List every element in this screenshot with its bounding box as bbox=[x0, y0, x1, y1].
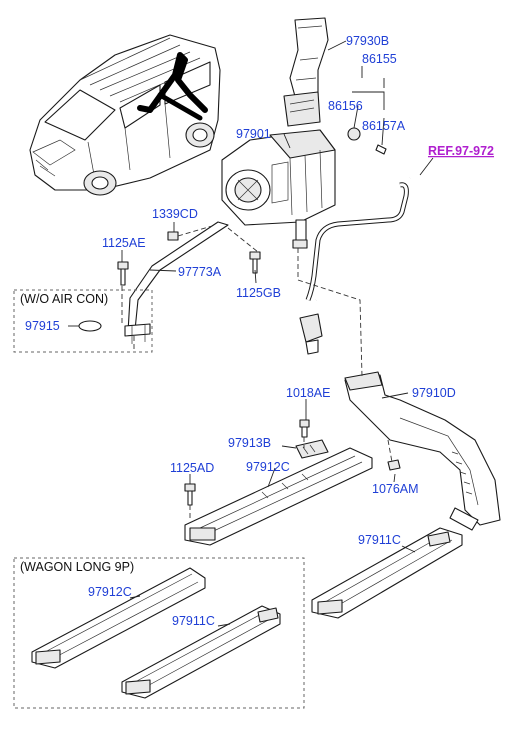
hvac-unit-97901 bbox=[221, 129, 336, 249]
grommet-97915 bbox=[78, 320, 102, 332]
label-97773A: 97773A bbox=[178, 265, 222, 279]
variant-title-wagon-long-9p: (WAGON LONG 9P) bbox=[20, 560, 134, 574]
label-reference: REF.97-972 bbox=[428, 144, 494, 158]
garnish-97912C-wagon bbox=[31, 567, 206, 669]
label-97930B: 97930B bbox=[346, 34, 389, 48]
garnish-97912C bbox=[184, 447, 373, 546]
duct-97930B bbox=[283, 17, 329, 127]
label-97915: 97915 bbox=[25, 319, 60, 333]
bolt-1125GB bbox=[249, 251, 261, 274]
label-97911C-wagon: 97911C bbox=[172, 614, 215, 628]
floor-duct-97910D bbox=[344, 371, 501, 531]
refrigerant-pipes bbox=[299, 176, 420, 355]
small-hardware-86xxx bbox=[347, 127, 387, 155]
label-1076AM: 1076AM bbox=[372, 482, 419, 496]
bracket-97773A bbox=[124, 221, 229, 344]
garnish-97911C bbox=[311, 527, 463, 619]
label-97911C: 97911C bbox=[358, 533, 401, 547]
variant-title-wo-air-con: (W/O AIR CON) bbox=[20, 292, 108, 306]
leader-lines bbox=[68, 40, 434, 627]
clip-97913B bbox=[295, 439, 329, 459]
label-97910D: 97910D bbox=[412, 386, 456, 400]
nut-1076AM bbox=[387, 459, 401, 471]
label-86155: 86155 bbox=[362, 52, 397, 66]
label-1339CD: 1339CD bbox=[152, 207, 198, 221]
label-1125GB: 1125GB bbox=[236, 286, 281, 300]
labels: 97930B 86155 86156 86157A 97901 REF.97-9… bbox=[20, 34, 494, 628]
fastener-1018AE bbox=[299, 419, 310, 438]
label-1125AE: 1125AE bbox=[102, 236, 146, 250]
variant-box-wo-air-con bbox=[13, 289, 153, 353]
label-97901: 97901 bbox=[236, 127, 271, 141]
label-86156: 86156 bbox=[328, 99, 363, 113]
variant-box-wagon-long-9p bbox=[13, 557, 305, 709]
label-1125AD: 1125AD bbox=[170, 461, 214, 475]
assembly-lines bbox=[121, 225, 393, 520]
vehicle-illustration bbox=[29, 34, 221, 196]
label-97913B: 97913B bbox=[228, 436, 271, 450]
label-86157A: 86157A bbox=[362, 119, 406, 133]
garnish-97911C-wagon bbox=[121, 605, 281, 699]
bolt-1125AD bbox=[184, 483, 196, 506]
label-1018AE: 1018AE bbox=[286, 386, 330, 400]
label-97912C-wagon: 97912C bbox=[88, 585, 132, 599]
label-97912C: 97912C bbox=[246, 460, 290, 474]
bolt-1125AE bbox=[117, 261, 129, 286]
